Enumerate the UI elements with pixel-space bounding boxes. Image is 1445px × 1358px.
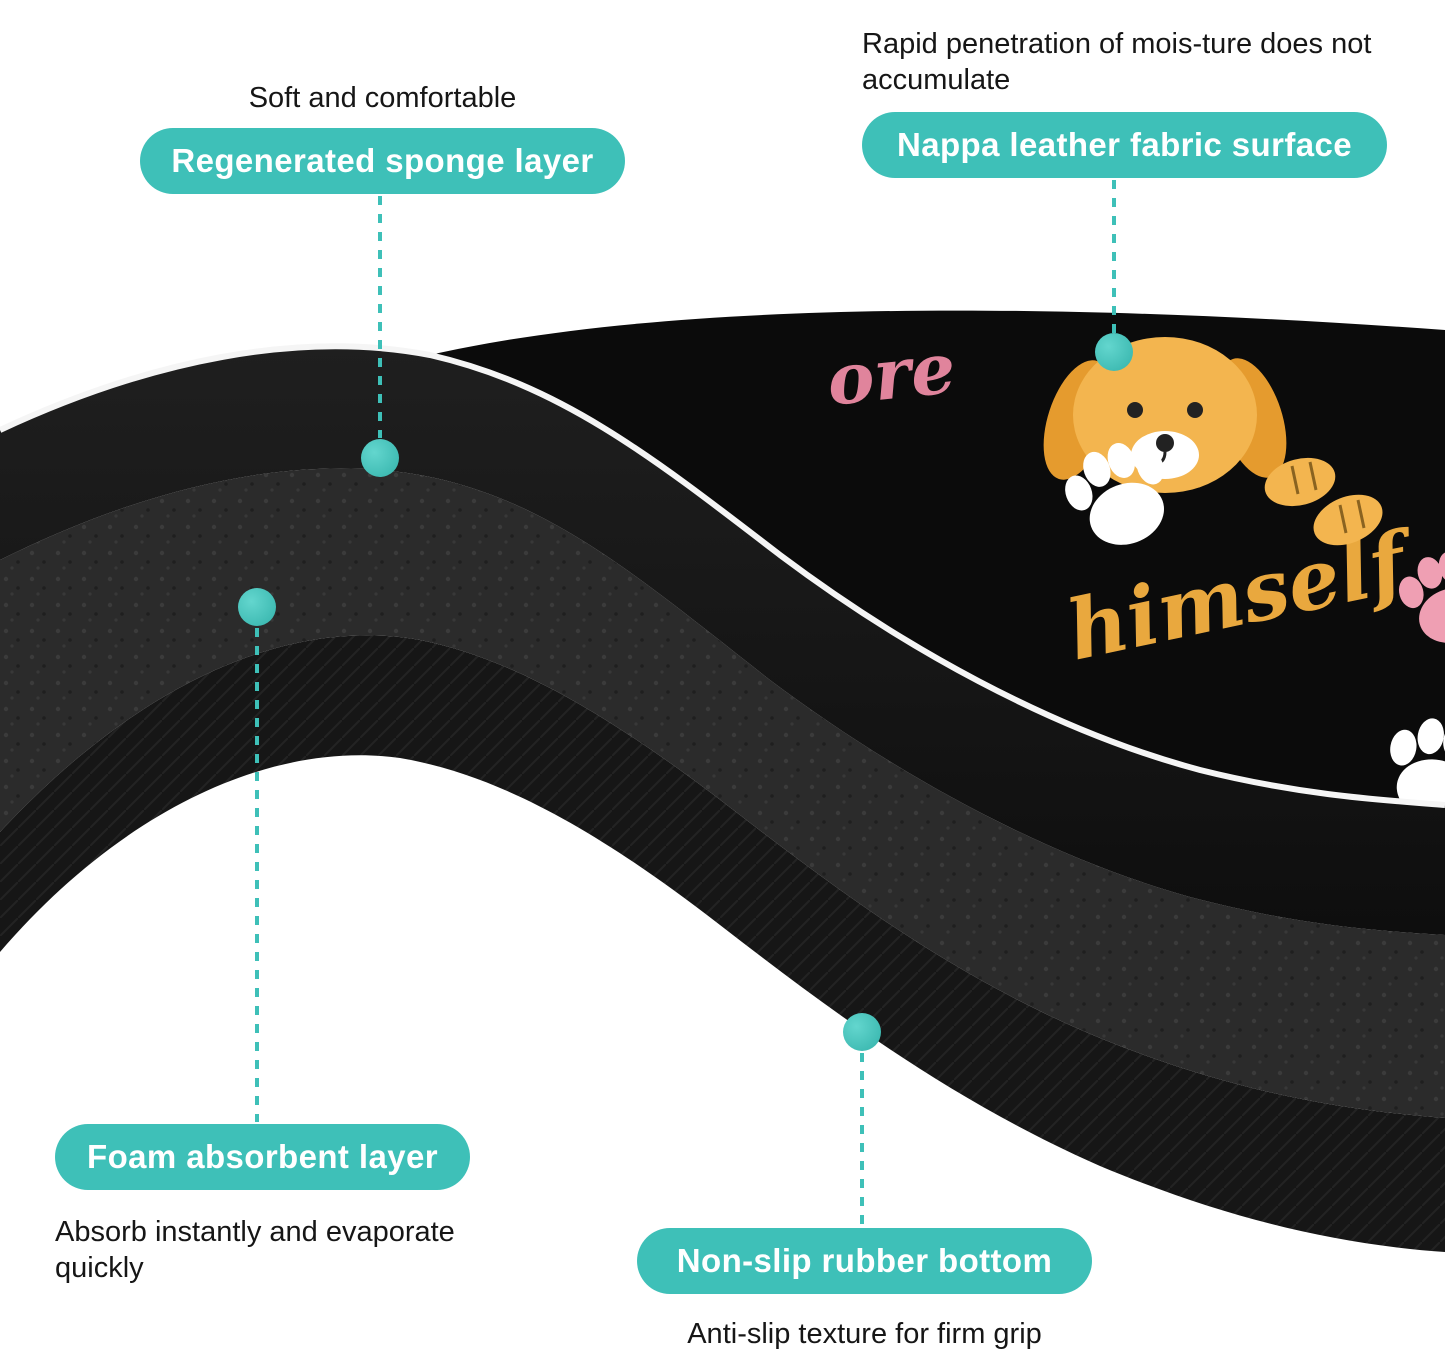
leather-marker-dot — [1095, 333, 1133, 371]
mat-layer-rubber-bottom — [0, 635, 1445, 1252]
foam-marker-dot — [238, 588, 276, 626]
mat-edge-highlight — [0, 343, 1445, 808]
print-word-ore: ore — [823, 326, 959, 422]
sponge-leader-line — [378, 196, 382, 438]
leather-surface-badge: Nappa leather fabric surface — [862, 112, 1387, 178]
rubber-note: Anti-slip texture for firm grip — [687, 1318, 1042, 1350]
mat-layer-foam — [0, 468, 1445, 1118]
sponge-marker-dot — [361, 439, 399, 477]
sponge-layer-badge: Regenerated sponge layer — [140, 128, 625, 194]
foam-layer-badge: Foam absorbent layer — [55, 1124, 470, 1190]
rubber-bottom-badge: Non-slip rubber bottom — [637, 1228, 1092, 1294]
paw-print-icon — [1065, 442, 1164, 545]
foam-leader-line — [255, 628, 259, 1122]
sponge-note: Soft and comfortable — [248, 82, 517, 114]
mat-layer-sponge — [0, 346, 1445, 935]
rubber-leader-line — [860, 1053, 864, 1226]
foam-note: Absorb instantly and evaporate quickly — [55, 1216, 455, 1285]
leather-leader-line — [1112, 180, 1116, 333]
rubber-marker-dot — [843, 1013, 881, 1051]
leather-note: Rapid penetration of mois-ture does not … — [862, 28, 1372, 97]
